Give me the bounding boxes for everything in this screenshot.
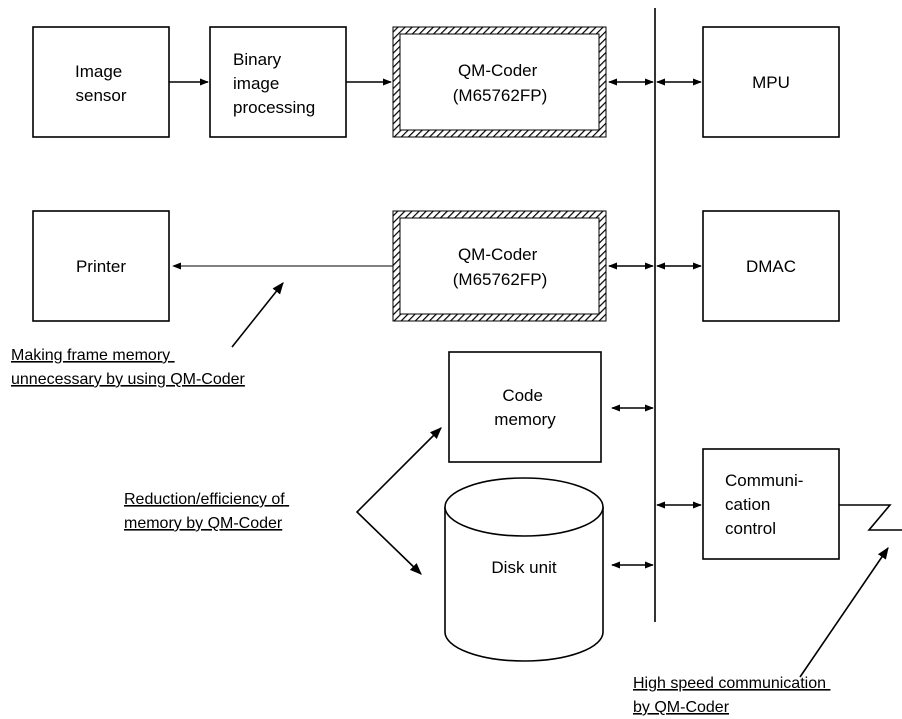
comm-control-line-3: control xyxy=(725,519,776,538)
qm-coder-top-line-1: QM-Coder xyxy=(458,61,538,80)
image-sensor-line-1: Image xyxy=(75,62,122,81)
qm-coder-mid-block: QM-Coder (M65762FP) xyxy=(392,210,607,322)
binary-processing-line-2: image xyxy=(233,74,279,93)
reduction-line-2: memory by QM-Coder xyxy=(124,515,283,532)
svg-text:QM-Coder (M65762FP): QM-Coder (M65762FP) xyxy=(453,245,547,289)
dmac-block: DMAC xyxy=(702,210,840,322)
dmac-label: DMAC xyxy=(746,257,796,276)
code-memory-block: Code memory xyxy=(448,351,602,463)
binary-processing-line-3: processing xyxy=(233,98,315,117)
svg-text:MPU: MPU xyxy=(752,73,790,92)
frame-memory-annotation: Making frame memory unnecessary by using… xyxy=(11,347,246,388)
frame-memory-line-1: Making frame memory xyxy=(11,347,170,364)
qm-coder-mid-line-1: QM-Coder xyxy=(458,245,538,264)
qm-coder-mid-line-2: (M65762FP) xyxy=(453,270,547,289)
qm-coder-top-line-2: (M65762FP) xyxy=(453,86,547,105)
printer-block: Printer xyxy=(32,210,170,322)
code-memory-line-2: memory xyxy=(494,410,556,429)
disk-unit-label: Disk unit xyxy=(491,558,556,577)
svg-text:Disk unit: Disk unit xyxy=(491,558,556,577)
high-speed-annotation: High speed communication by QM-Coder xyxy=(633,675,830,716)
frame-memory-line-2: unnecessary by using QM-Coder xyxy=(11,371,246,388)
image-sensor-block: Image sensor xyxy=(32,26,170,138)
comm-control-line-1: Communi- xyxy=(725,471,803,490)
high-speed-line-2: by QM-Coder xyxy=(633,699,730,716)
code-memory-line-1: Code xyxy=(502,386,543,405)
comm-control-line-2: cation xyxy=(725,495,770,514)
svg-text:Printer: Printer xyxy=(76,257,126,276)
reduction-line-1: Reduction/efficiency of xyxy=(124,491,285,508)
high-speed-line-1: High speed communication xyxy=(633,675,826,692)
svg-text:Code memory: Code memory xyxy=(494,386,556,429)
mpu-block: MPU xyxy=(702,26,840,138)
high-speed-pointer-arrow xyxy=(799,547,889,678)
image-sensor-line-2: sensor xyxy=(75,86,126,105)
svg-text:QM-Coder (M65762FP): QM-Coder (M65762FP) xyxy=(453,61,547,105)
qm-coder-top-block: QM-Coder (M65762FP) xyxy=(392,26,607,138)
communication-control-block: Communi- cation control xyxy=(702,448,840,560)
mpu-label: MPU xyxy=(752,73,790,92)
disk-unit-block: Disk unit xyxy=(444,477,604,662)
printer-label: Printer xyxy=(76,257,126,276)
binary-processing-line-1: Binary xyxy=(233,50,282,69)
svg-text:DMAC: DMAC xyxy=(746,257,796,276)
reduction-annotation: Reduction/efficiency of memory by QM-Cod… xyxy=(124,491,289,532)
binary-image-processing-block: Binary image processing xyxy=(209,26,347,138)
reduction-pointer-lines xyxy=(355,427,442,575)
svg-text:Image sensor: Image sensor xyxy=(75,62,127,105)
svg-text:Communi- cation co: Communi- cation control xyxy=(725,471,808,538)
svg-text:Binary image proce: Binary image processing xyxy=(233,50,315,117)
frame-memory-pointer-arrow xyxy=(231,282,284,348)
communication-line-zigzag xyxy=(839,504,902,531)
